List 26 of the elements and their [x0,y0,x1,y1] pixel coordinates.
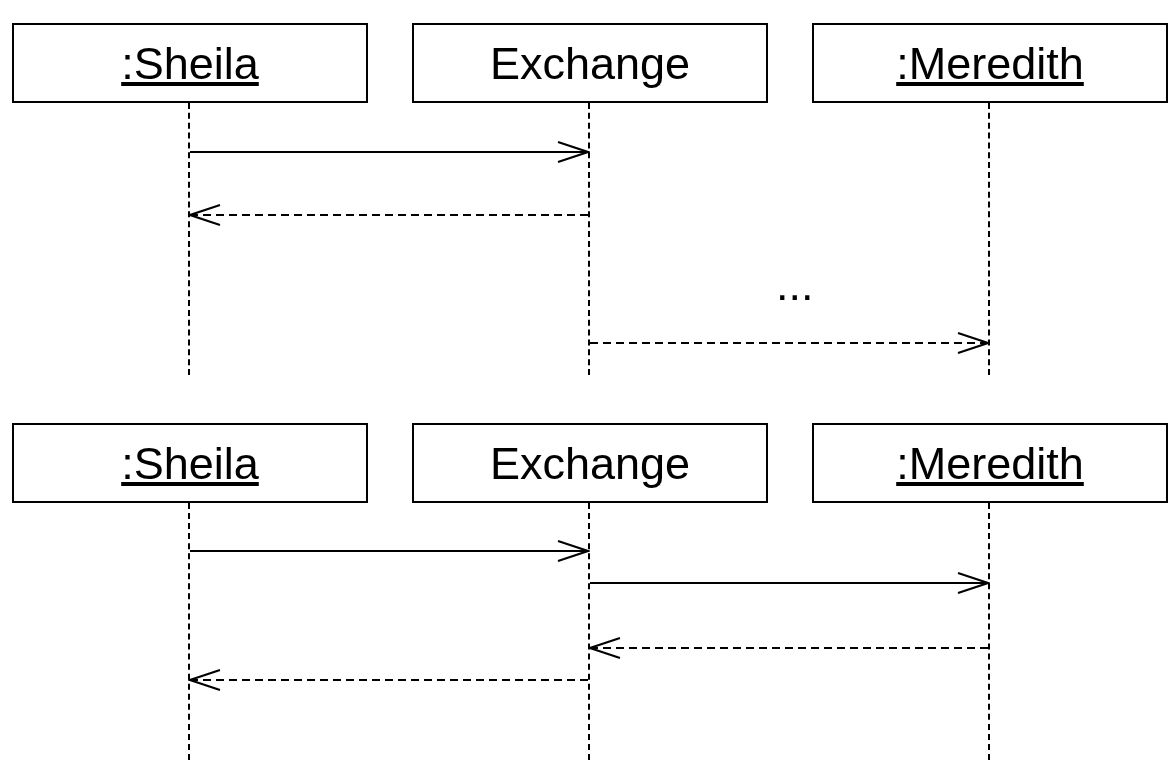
ellipsis-note: ... [776,262,814,307]
lifeline-head-box [12,423,368,503]
object-name: :Sheila [121,440,259,486]
lifeline-head-box [12,23,368,103]
lifeline [588,503,590,760]
message-arrow [189,540,589,562]
return-message-arrow [589,332,989,354]
return-message-arrow [589,637,989,659]
lifeline [188,503,190,760]
object-name: Exchange [489,440,691,486]
lifeline [988,103,990,375]
message-arrow [189,141,589,163]
lifeline [188,103,190,375]
lifeline-head-box [812,23,1168,103]
lifeline [988,503,990,760]
lifeline-head-box [412,423,768,503]
lifeline-head-box [412,23,768,103]
return-message-arrow [189,204,589,226]
return-message-arrow [189,669,589,691]
message-arrow [589,572,989,594]
object-name: :Meredith [896,40,1084,86]
object-name: :Meredith [896,440,1084,486]
object-name: Exchange [489,40,691,86]
object-name: :Sheila [121,40,259,86]
lifeline-head-box [812,423,1168,503]
lifeline [588,103,590,375]
